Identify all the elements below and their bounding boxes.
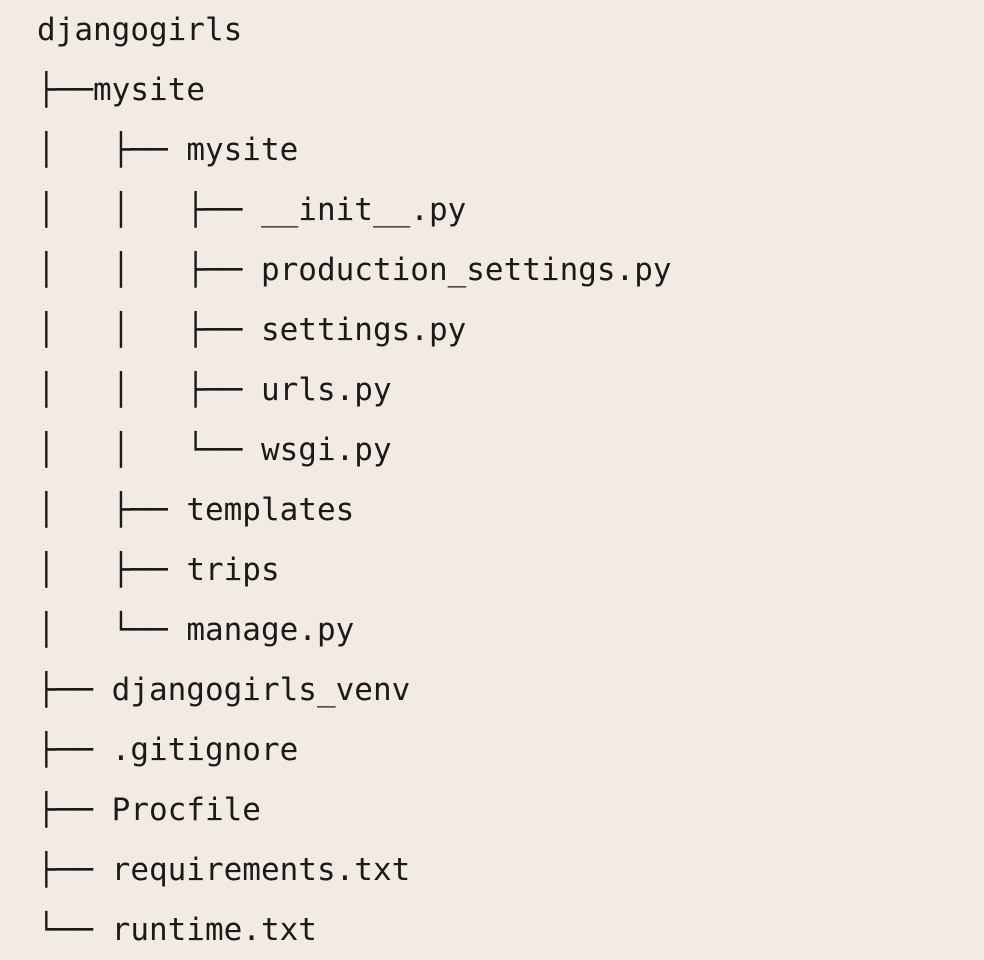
tree-line: │ ├── templates [37,480,984,540]
tree-line: └── runtime.txt [37,900,984,960]
tree-branch-glyph: │ ├── [37,132,187,168]
tree-line: │ └── manage.py [37,600,984,660]
tree-item-directory-name: djangogirls_venv [111,672,411,708]
tree-item-file-name: wsgi.py [260,432,392,468]
tree-line: │ ├── mysite [37,120,984,180]
tree-item-file-name: runtime.txt [111,912,317,948]
tree-branch-glyph: │ └── [37,612,187,648]
tree-line: │ ├── trips [37,540,984,600]
tree-line: ├── djangogirls_venv [37,660,984,720]
tree-item-directory-name: trips [186,552,280,588]
tree-branch-glyph: │ │ ├── [37,192,261,228]
tree-branch-glyph: └── [37,912,112,948]
tree-item-file-name: manage.py [186,612,355,648]
tree-line: │ │ ├── production_settings.py [37,240,984,300]
tree-line: │ │ ├── urls.py [37,360,984,420]
tree-item-file-name: .gitignore [111,732,299,768]
tree-item-directory-name: mysite [186,132,299,168]
tree-item-file-name: settings.py [260,312,467,348]
tree-item-file-name: production_settings.py [260,252,672,288]
tree-line: │ │ ├── __init__.py [37,180,984,240]
tree-line: ├── Procfile [37,780,984,840]
tree-item-file-name: Procfile [111,792,261,828]
tree-branch-glyph: │ ├── [37,552,187,588]
tree-item-file-name: urls.py [260,372,392,408]
tree-item-file-name: requirements.txt [111,852,411,888]
tree-branch-glyph: ├── [37,732,112,768]
tree-branch-glyph: │ │ ├── [37,372,261,408]
tree-branch-glyph: ├── [37,852,112,888]
tree-line: ├──mysite [37,60,984,120]
tree-line: │ │ ├── settings.py [37,300,984,360]
tree-branch-glyph: ├── [37,72,93,108]
tree-item-directory-name: djangogirls [37,12,243,48]
tree-line: djangogirls [37,0,984,60]
tree-branch-glyph: │ │ └── [37,432,261,468]
tree-line: │ │ └── wsgi.py [37,420,984,480]
tree-branch-glyph: │ ├── [37,492,187,528]
tree-item-file-name: __init__.py [260,192,467,228]
tree-line: ├── requirements.txt [37,840,984,900]
tree-line: ├── .gitignore [37,720,984,780]
tree-item-directory-name: mysite [93,72,205,108]
tree-branch-glyph: ├── [37,792,112,828]
tree-item-directory-name: templates [186,492,355,528]
tree-branch-glyph: │ │ ├── [37,252,261,288]
tree-branch-glyph: │ │ ├── [37,312,261,348]
tree-branch-glyph: ├── [37,672,112,708]
